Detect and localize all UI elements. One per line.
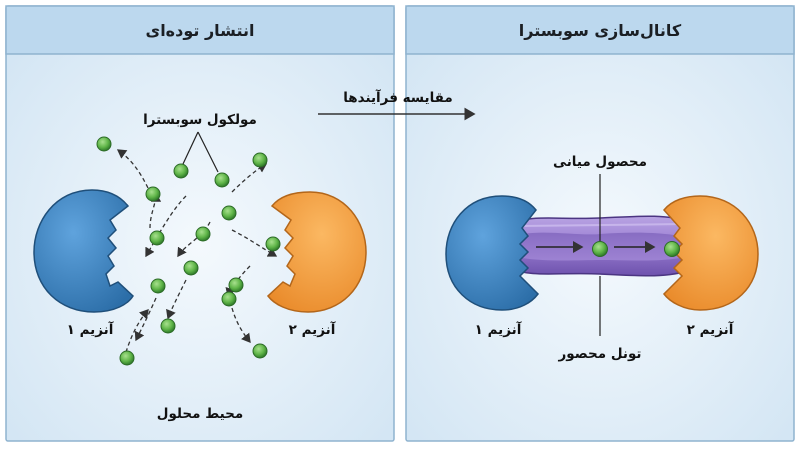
enzyme-2-label-left: آنزیم ۲ xyxy=(289,321,336,338)
substrate-molecules xyxy=(96,136,281,366)
enzyme-2-label-right: آنزیم ۲ xyxy=(687,321,734,338)
enzyme-1-label-right: آنزیم ۱ xyxy=(475,321,522,338)
molecule-pointer xyxy=(182,131,219,173)
enzyme-2-left xyxy=(266,191,367,313)
compare-label: مقایسه فرآیندها xyxy=(343,89,453,106)
enzyme-1-label-left: آنزیم ۱ xyxy=(67,321,114,338)
molecule-label: مولکول سوبسترا xyxy=(143,112,257,128)
compare-arrow: مقایسه فرآیندها xyxy=(318,89,476,121)
left-panel: انتشار توده‌ای xyxy=(5,5,395,442)
enzyme-2-right xyxy=(663,195,759,311)
tunnel-label: تونل محصور xyxy=(558,346,642,362)
tunnel-molecules xyxy=(592,241,680,257)
right-panel-title: کانال‌سازی سوبسترا xyxy=(519,21,682,40)
enzyme-1-left xyxy=(33,189,134,313)
enzyme-1-right xyxy=(445,195,539,311)
intermediate-label: محصول میانی xyxy=(553,154,647,170)
medium-label: محیط محلول xyxy=(157,406,244,422)
left-panel-title: انتشار توده‌ای xyxy=(146,21,255,40)
